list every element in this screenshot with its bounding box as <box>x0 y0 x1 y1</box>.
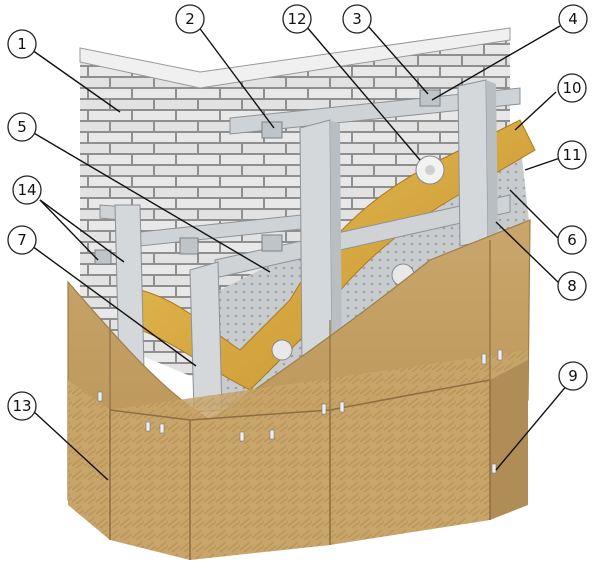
leader-7 <box>31 245 197 367</box>
callout-7: 7 <box>7 225 37 255</box>
leader-10 <box>514 91 557 131</box>
wall-brackets <box>94 89 441 265</box>
svg-text:11: 11 <box>562 146 581 164</box>
callout-12: 12 <box>282 4 312 34</box>
svg-text:10: 10 <box>562 79 581 97</box>
callout-9: 9 <box>558 361 588 391</box>
svg-text:8: 8 <box>567 277 577 295</box>
leader-11 <box>524 157 561 171</box>
callout-4: 4 <box>558 4 588 34</box>
svg-text:6: 6 <box>567 231 577 249</box>
callout-3: 3 <box>342 4 372 34</box>
leader-6 <box>509 189 561 241</box>
leader-5 <box>31 131 271 273</box>
leader-9 <box>495 377 574 471</box>
panel-clips <box>97 349 503 474</box>
leader-14b <box>39 199 125 263</box>
svg-text:4: 4 <box>568 10 578 28</box>
leader-lines <box>31 25 574 481</box>
leader-4 <box>431 25 561 101</box>
callout-10: 10 <box>557 73 587 103</box>
callout-2: 2 <box>175 4 205 34</box>
callout-5: 5 <box>7 112 37 142</box>
leader-8 <box>495 221 561 285</box>
svg-text:9: 9 <box>568 367 578 385</box>
callout-14: 14 <box>12 175 42 205</box>
svg-text:7: 7 <box>17 231 27 249</box>
callout-13: 13 <box>7 391 37 421</box>
svg-text:2: 2 <box>185 10 195 28</box>
facade-panels <box>67 219 531 560</box>
vent-disks <box>271 155 445 361</box>
leader-14a <box>39 199 99 261</box>
callout-8: 8 <box>557 271 587 301</box>
svg-text:13: 13 <box>12 397 31 415</box>
leader-12 <box>305 25 421 161</box>
callout-11: 11 <box>557 140 587 170</box>
svg-text:1: 1 <box>17 35 27 53</box>
leader-3 <box>367 25 429 95</box>
svg-text:3: 3 <box>352 10 362 28</box>
svg-text:12: 12 <box>287 10 306 28</box>
leader-1 <box>31 49 121 113</box>
callout-1: 1 <box>7 29 37 59</box>
svg-text:14: 14 <box>17 181 36 199</box>
svg-text:5: 5 <box>17 118 27 136</box>
leader-13 <box>31 409 109 481</box>
callout-6: 6 <box>557 225 587 255</box>
leader-2 <box>197 25 275 129</box>
